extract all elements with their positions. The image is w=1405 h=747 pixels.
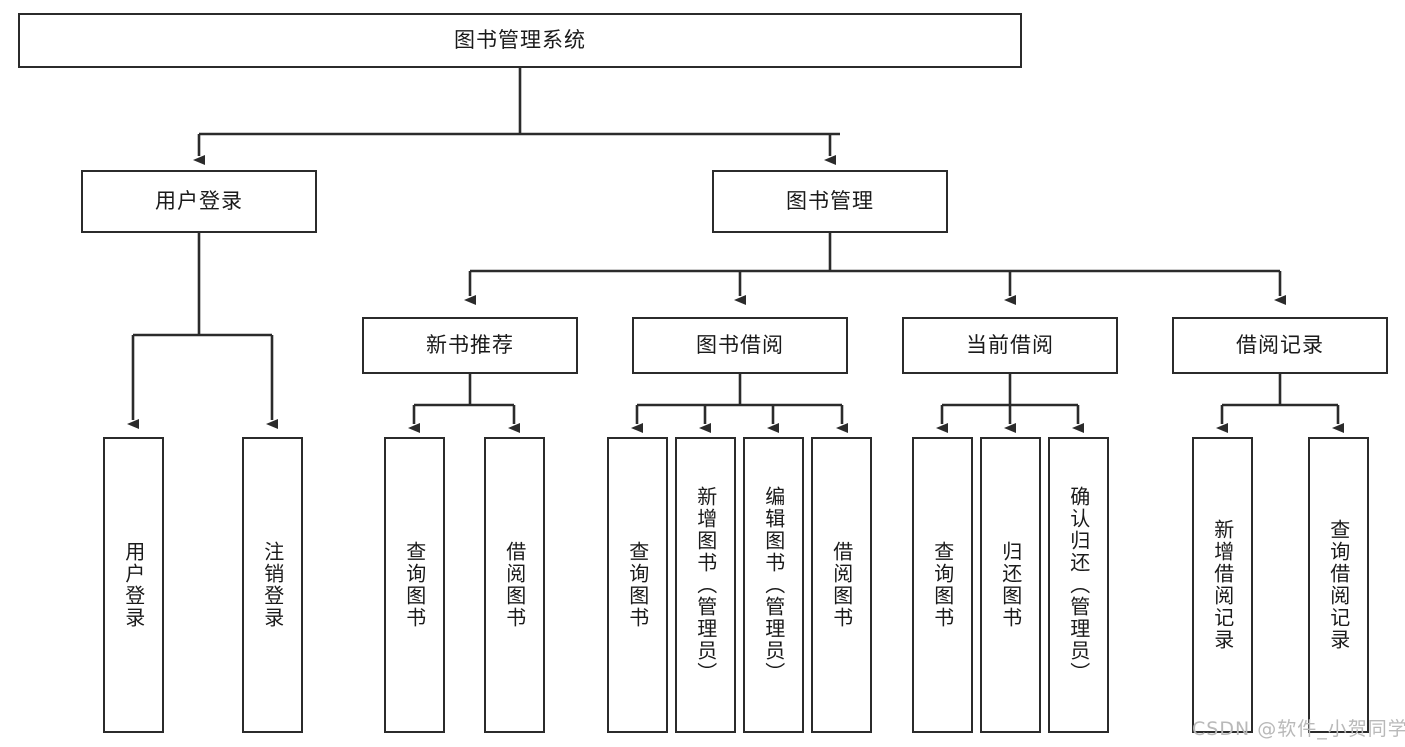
node-label: 查询图书 xyxy=(930,541,955,629)
node-current-borrow[interactable]: 当前借阅 xyxy=(902,317,1118,374)
node-label: 图书借阅 xyxy=(696,332,784,357)
node-label: 借阅图书 xyxy=(502,541,527,629)
node-leaf-query-borrow-record[interactable]: 查询借阅记录 xyxy=(1308,437,1369,733)
node-label: 新书推荐 xyxy=(426,332,514,357)
node-root-book-management-system[interactable]: 图书管理系统 xyxy=(18,13,1022,68)
node-borrow-record[interactable]: 借阅记录 xyxy=(1172,317,1388,374)
node-leaf-add-borrow-record[interactable]: 新增借阅记录 xyxy=(1192,437,1253,733)
node-label: 新增借阅记录 xyxy=(1210,519,1235,651)
node-leaf-borrow-book-2[interactable]: 借阅图书 xyxy=(811,437,872,733)
node-label: 确认归还（管理员） xyxy=(1066,486,1091,684)
node-label: 图书管理 xyxy=(786,188,874,213)
node-label: 查询图书 xyxy=(625,541,650,629)
node-leaf-query-book-2[interactable]: 查询图书 xyxy=(607,437,668,733)
node-label: 借阅图书 xyxy=(829,541,854,629)
node-label: 注销登录 xyxy=(260,541,285,629)
node-label: 用户登录 xyxy=(155,188,243,213)
node-leaf-logout-login[interactable]: 注销登录 xyxy=(242,437,303,733)
node-leaf-query-book-1[interactable]: 查询图书 xyxy=(384,437,445,733)
node-label: 归还图书 xyxy=(998,541,1023,629)
node-leaf-borrow-book-1[interactable]: 借阅图书 xyxy=(484,437,545,733)
node-leaf-return-book[interactable]: 归还图书 xyxy=(980,437,1041,733)
node-book-borrow[interactable]: 图书借阅 xyxy=(632,317,848,374)
node-label: 查询借阅记录 xyxy=(1326,519,1351,651)
node-label: 当前借阅 xyxy=(966,332,1054,357)
node-leaf-query-book-3[interactable]: 查询图书 xyxy=(912,437,973,733)
csdn-watermark: CSDN @软件_小贺同学 xyxy=(1192,718,1405,740)
node-label: 图书管理系统 xyxy=(454,27,586,52)
node-user-login[interactable]: 用户登录 xyxy=(81,170,317,233)
node-new-book-recommend[interactable]: 新书推荐 xyxy=(362,317,578,374)
node-leaf-edit-book-admin[interactable]: 编辑图书（管理员） xyxy=(743,437,804,733)
node-book-manage[interactable]: 图书管理 xyxy=(712,170,948,233)
node-label: 借阅记录 xyxy=(1236,332,1324,357)
node-leaf-confirm-return-admin[interactable]: 确认归还（管理员） xyxy=(1048,437,1109,733)
node-leaf-add-book-admin[interactable]: 新增图书（管理员） xyxy=(675,437,736,733)
node-label: 查询图书 xyxy=(402,541,427,629)
node-leaf-user-login[interactable]: 用户登录 xyxy=(103,437,164,733)
node-label: 编辑图书（管理员） xyxy=(761,486,786,684)
node-label: 新增图书（管理员） xyxy=(693,486,718,684)
node-label: 用户登录 xyxy=(121,541,146,629)
